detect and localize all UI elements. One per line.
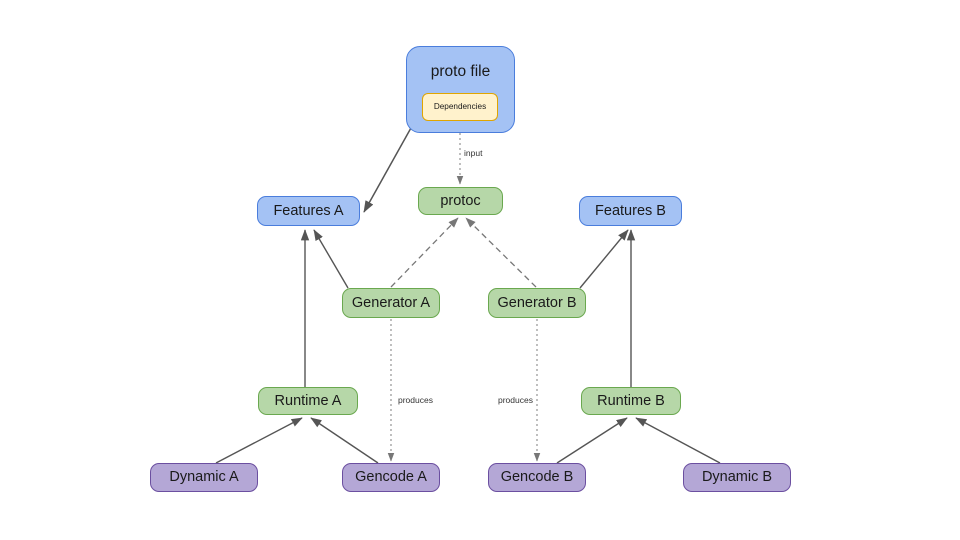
edge-gencode-b-to-runtime-b — [556, 417, 628, 464]
edge-label-produces-a: produces — [398, 395, 433, 405]
node-protoc-label: protoc — [440, 192, 481, 209]
edge-gencode-a-to-runtime-a — [310, 417, 379, 464]
node-generator-a-label: Generator A — [351, 294, 431, 311]
node-features-a-label: Features A — [273, 202, 344, 219]
node-gencode-a-label: Gencode A — [355, 469, 427, 486]
node-features-b-label: Features B — [595, 202, 666, 219]
edge-dynamic-a-to-runtime-a — [215, 417, 303, 464]
edge-generator-b-to-features-b — [579, 229, 629, 289]
node-dynamic-b[interactable]: Dynamic B — [683, 463, 791, 492]
node-runtime-a[interactable]: Runtime A — [258, 387, 358, 415]
node-dependencies[interactable]: Dependencies — [422, 93, 498, 121]
node-features-a[interactable]: Features A — [257, 196, 360, 226]
node-dynamic-a[interactable]: Dynamic A — [150, 463, 258, 492]
node-features-b[interactable]: Features B — [579, 196, 682, 226]
node-protoc[interactable]: protoc — [418, 187, 503, 215]
edge-dynamic-b-to-runtime-b — [635, 417, 721, 464]
node-dependencies-label: Dependencies — [433, 102, 487, 112]
node-dynamic-a-label: Dynamic A — [169, 469, 239, 486]
node-gencode-b-label: Gencode B — [500, 469, 574, 486]
node-runtime-b-label: Runtime B — [597, 392, 665, 409]
node-proto-file-label: proto file — [430, 63, 491, 80]
node-generator-a[interactable]: Generator A — [342, 288, 440, 318]
node-runtime-a-label: Runtime A — [274, 392, 342, 409]
node-runtime-b[interactable]: Runtime B — [581, 387, 681, 415]
edge-generator-a-to-features-a — [313, 229, 349, 289]
node-generator-b-label: Generator B — [497, 294, 577, 311]
node-generator-b[interactable]: Generator B — [488, 288, 586, 318]
node-gencode-b[interactable]: Gencode B — [488, 463, 586, 492]
edge-protoc-to-generator-a — [390, 217, 459, 288]
edge-label-produces-b: produces — [498, 395, 533, 405]
node-gencode-a[interactable]: Gencode A — [342, 463, 440, 492]
node-dynamic-b-label: Dynamic B — [701, 469, 773, 486]
edge-protoc-to-generator-b — [465, 217, 537, 288]
edge-label-input: input — [464, 148, 483, 158]
